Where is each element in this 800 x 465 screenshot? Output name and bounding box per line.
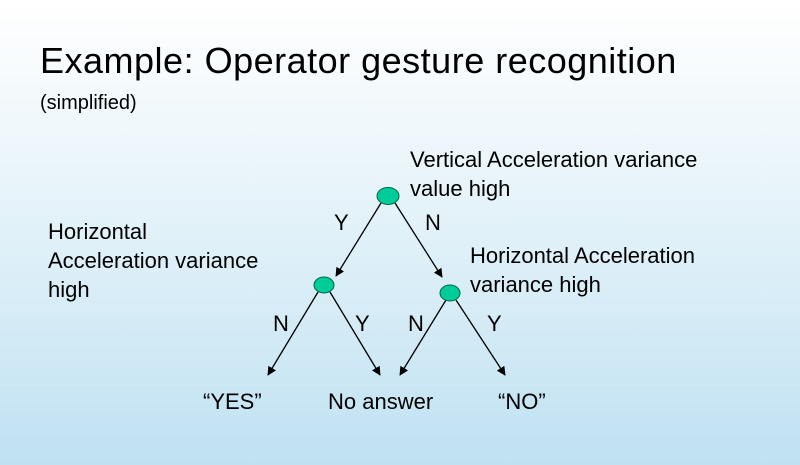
tree-node-root (376, 187, 400, 205)
tree-node-left (313, 276, 335, 294)
edge-root-left (335, 202, 382, 277)
root-node-label: Vertical Acceleration variance value hig… (410, 145, 697, 203)
edge-label-root-left: Y (334, 210, 349, 235)
edge-label-root-right: N (425, 210, 441, 235)
right-node-label-line-1: Horizontal Acceleration (470, 243, 696, 268)
edge-right-noanswer (399, 299, 447, 376)
leaf-no: “NO” (498, 389, 546, 414)
slide-title: Example: Operator gesture recognition (40, 40, 677, 81)
edge-right-no (455, 299, 506, 376)
left-node-label-line-1: Horizontal (48, 219, 148, 244)
edge-label-right-left: N (408, 311, 424, 336)
edge-label-left-left: N (273, 311, 289, 336)
root-node-label-line-1: Vertical Acceleration variance (410, 147, 698, 172)
edge-left-yes (267, 291, 319, 376)
right-node-label-line-2: variance high (470, 272, 601, 297)
left-node-label: Horizontal Acceleration variance high (48, 217, 258, 304)
leaf-no-answer: No answer (328, 389, 434, 414)
left-node-label-line-3: high (48, 277, 90, 302)
edge-root-right (394, 202, 443, 278)
right-node-label: Horizontal Acceleration variance high (470, 241, 695, 299)
left-node-label-line-2: Acceleration variance (48, 248, 259, 273)
root-node-label-line-2: value high (410, 176, 511, 201)
leaf-yes: “YES” (203, 389, 262, 414)
tree-node-right (439, 284, 461, 302)
edge-left-noanswer (329, 291, 381, 376)
edge-label-right-right: Y (487, 311, 502, 336)
slide-subtitle: (simplified) (40, 92, 137, 114)
edge-label-left-right: Y (355, 311, 370, 336)
